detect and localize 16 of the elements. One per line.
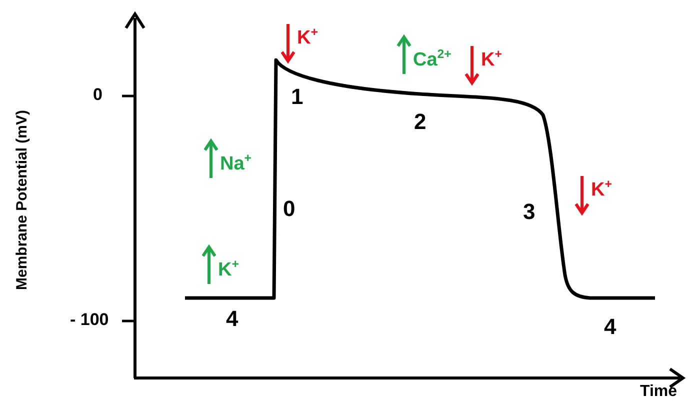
axis-title: Membrane Potential (mV) — [14, 110, 30, 290]
axis-tick-label: 0 — [93, 86, 102, 103]
phase-number: 1 — [291, 86, 304, 108]
axis-title: Time — [640, 384, 678, 400]
phase-number: 4 — [226, 308, 238, 330]
ion-label: Ca$^{2+}$ — [413, 48, 452, 70]
phase-number: 0 — [283, 198, 296, 220]
axis-tick-label: - 100 — [70, 311, 109, 328]
ion-label: K$^{+}$ — [481, 48, 502, 70]
ion-label: K$^{+}$ — [218, 258, 239, 280]
phase-number: 4 — [604, 316, 616, 338]
ion-label: K$^{+}$ — [591, 178, 612, 200]
ion-label: K$^{+}$ — [297, 26, 318, 48]
ion-label: Na$^{+}$ — [220, 152, 252, 174]
phase-number: 3 — [523, 201, 536, 223]
phase-number: 2 — [414, 111, 426, 133]
